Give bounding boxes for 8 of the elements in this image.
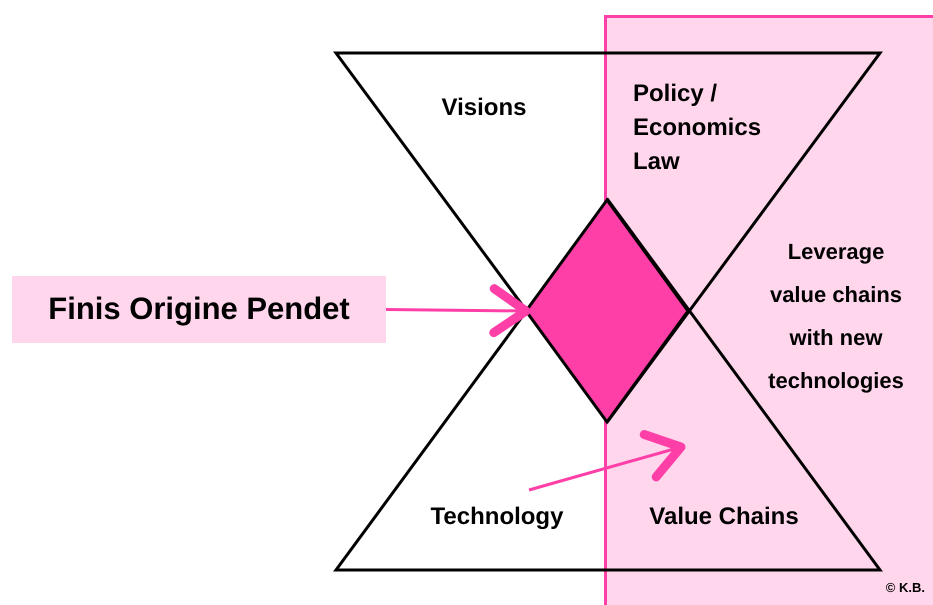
side-note: Leverage value chains with new technologies bbox=[767, 238, 905, 395]
node-text: Policy / Economics Law bbox=[633, 79, 762, 177]
node-text: Visions bbox=[440, 93, 528, 123]
title-box bbox=[12, 276, 386, 343]
node-text: Technology bbox=[430, 502, 564, 532]
copyright-note: © K.B. bbox=[886, 580, 925, 595]
node-text: Value Chains bbox=[648, 502, 800, 532]
node-text: Finis Origine Pendet bbox=[47, 290, 351, 328]
